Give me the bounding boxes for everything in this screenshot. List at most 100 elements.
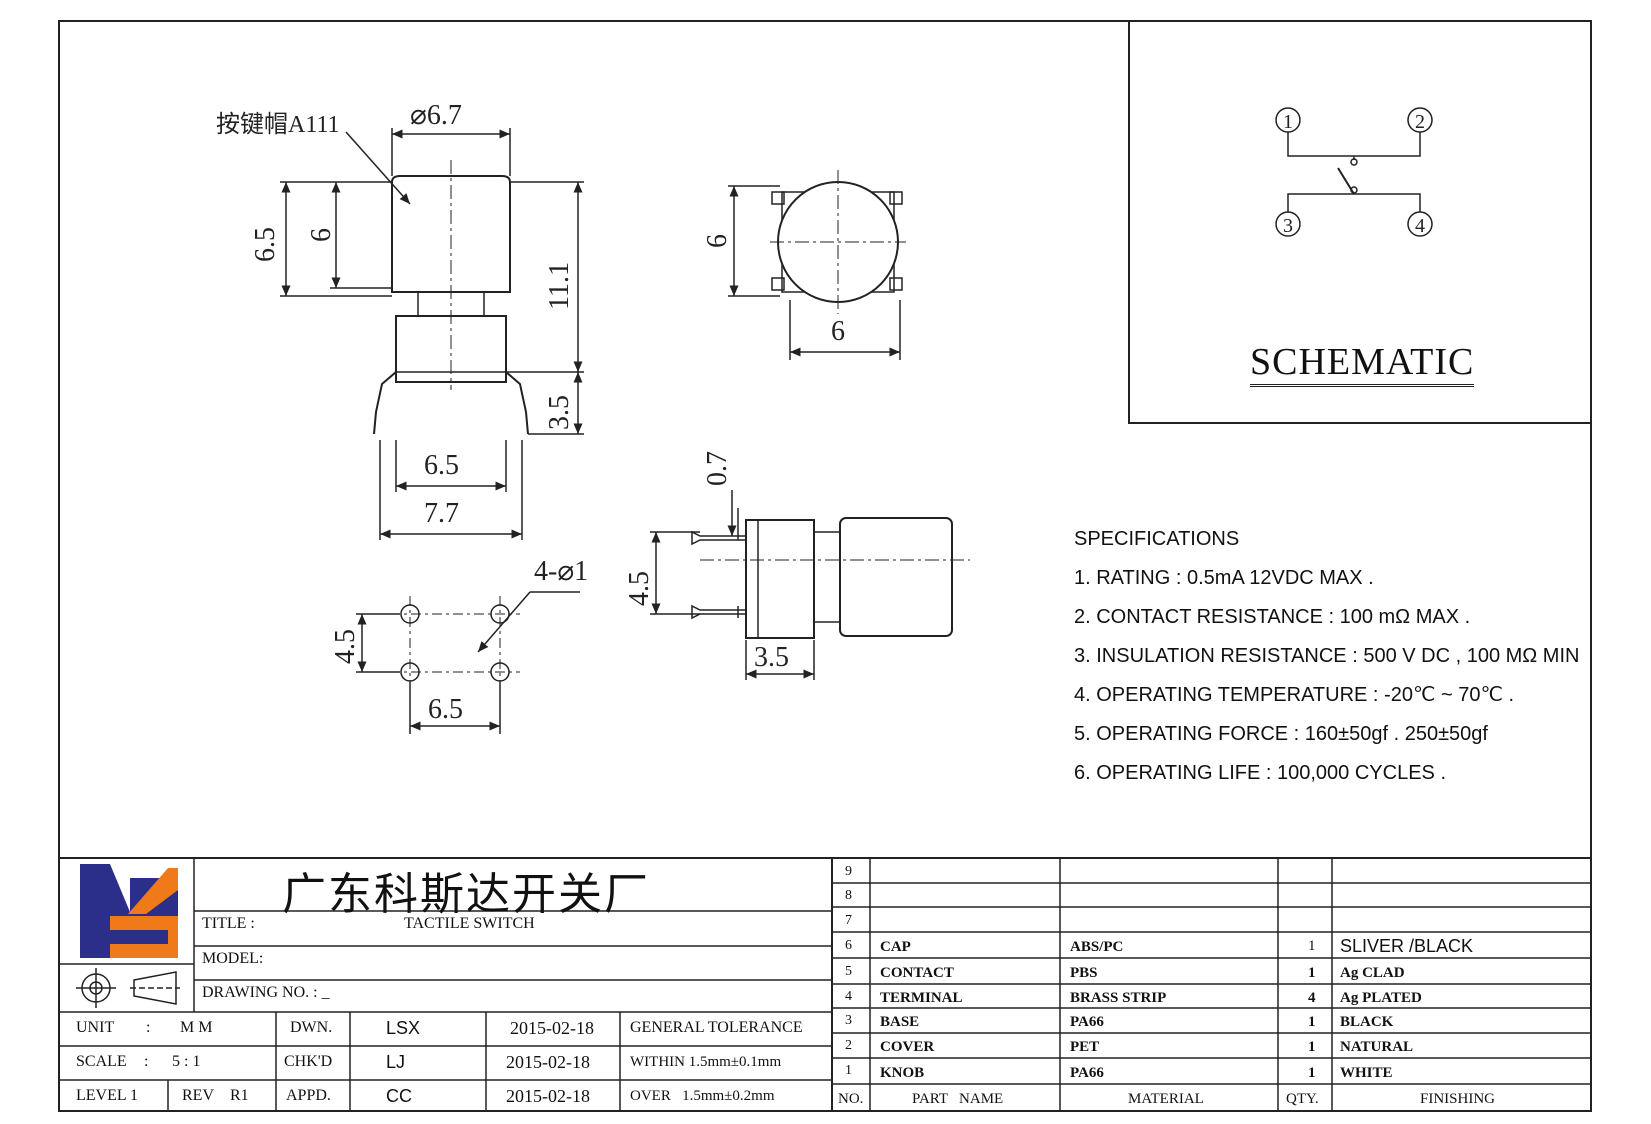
level-label: LEVEL 1 xyxy=(76,1087,139,1104)
bom-row-material: PA66 xyxy=(1070,1014,1104,1030)
bom-row-qty: 1 xyxy=(1308,965,1316,981)
bom-row-qty: 1 xyxy=(1308,1039,1316,1055)
scale-value: 5 : 1 xyxy=(172,1053,201,1070)
bom-header-finishing: FINISHING xyxy=(1420,1091,1495,1107)
bom-row-material: BRASS STRIP xyxy=(1070,990,1167,1006)
scale-sep: : xyxy=(144,1053,149,1070)
pin-2: 2 xyxy=(1415,111,1425,133)
rev-value: R1 xyxy=(230,1087,249,1104)
spec-item: 1. RATING : 0.5mA 12VDC MAX . xyxy=(1074,567,1374,589)
chk-label: CHK'D xyxy=(284,1053,333,1070)
bom-header-no: NO. xyxy=(838,1091,864,1107)
bom-row-finishing: Ag PLATED xyxy=(1340,990,1422,1006)
unit-value: M M xyxy=(180,1019,213,1036)
bom-row-no: 9 xyxy=(845,864,852,879)
bom-row-part: CONTACT xyxy=(880,965,954,981)
drawing-no-label: DRAWING NO. : _ xyxy=(202,984,330,1001)
dim-top-6-v: 6 xyxy=(702,234,733,248)
dwn-value: LSX xyxy=(386,1018,421,1038)
bom-row-qty: 1 xyxy=(1308,1065,1316,1081)
model-label: MODEL: xyxy=(202,950,264,967)
bom-row-finishing: SLIVER /BLACK xyxy=(1340,936,1474,956)
spec-item: 2. CONTACT RESISTANCE : 100 mΩ MAX . xyxy=(1074,606,1471,628)
bom-row-part: BASE xyxy=(880,1014,920,1030)
drawing-frame xyxy=(58,20,1592,1112)
bom-row-no: 7 xyxy=(845,913,852,928)
dim-side-0-7: 0.7 xyxy=(702,451,733,486)
bom-row-no: 6 xyxy=(845,938,852,953)
spec-item: 5. OPERATING FORCE : 160±50gf . 250±50gf xyxy=(1074,723,1488,745)
bom-row-qty: 1 xyxy=(1308,1014,1316,1030)
tol-over: OVER 1.5mm±0.2mm xyxy=(630,1088,775,1104)
bom-row-material: PBS xyxy=(1070,965,1098,981)
dim-w-6-5: 6.5 xyxy=(424,450,459,481)
bom-row-qty: 4 xyxy=(1308,990,1316,1006)
dim-pcb-6-5: 6.5 xyxy=(428,694,463,725)
front-leg-right xyxy=(505,371,529,435)
dim-cap-dia: ⌀6.7 xyxy=(410,100,462,131)
bom-row-no: 4 xyxy=(845,989,852,1004)
spec-item: 3. INSULATION RESISTANCE : 500 V DC , 10… xyxy=(1074,645,1580,667)
tol-heading: GENERAL TOLERANCE xyxy=(630,1019,803,1036)
bom-header-qty: QTY. xyxy=(1286,1091,1319,1107)
bom-row-no: 1 xyxy=(845,1063,852,1078)
chk-value: LJ xyxy=(386,1052,406,1072)
dim-11-1: 11.1 xyxy=(544,262,575,310)
tol-within: WITHIN 1.5mm±0.1mm xyxy=(630,1054,782,1070)
appd-value: CC xyxy=(386,1086,412,1106)
bom-row-part: CAP xyxy=(880,939,911,955)
bom-row-no: 5 xyxy=(845,964,852,979)
dim-6-5: 6.5 xyxy=(250,227,281,262)
title-value: TACTILE SWITCH xyxy=(404,915,535,932)
appd-date: 2015-02-18 xyxy=(506,1086,590,1106)
bom-header-part: PART NAME xyxy=(912,1091,1004,1107)
spec-heading: SPECIFICATIONS xyxy=(1074,528,1240,550)
bom-row-part: COVER xyxy=(880,1039,935,1055)
bom-row-part: KNOB xyxy=(880,1065,925,1081)
pin-1: 1 xyxy=(1283,111,1293,133)
bom-row-qty: 1 xyxy=(1308,938,1316,954)
dim-side-3-5: 3.5 xyxy=(754,642,789,673)
pin-4: 4 xyxy=(1415,215,1425,237)
dim-top-6-h: 6 xyxy=(831,316,845,347)
bom-row-part: TERMINAL xyxy=(880,990,963,1006)
title-label: TITLE : xyxy=(202,915,255,932)
schematic-box xyxy=(1128,20,1592,424)
bom-row-finishing: Ag CLAD xyxy=(1340,965,1405,981)
projection-symbol-icon xyxy=(76,968,180,1008)
spec-item: 4. OPERATING TEMPERATURE : -20℃ ~ 70℃ . xyxy=(1074,684,1515,706)
dwn-label: DWN. xyxy=(290,1019,333,1036)
unit-label: UNIT xyxy=(76,1019,115,1036)
spec-item: 6. OPERATING LIFE : 100,000 CYCLES . xyxy=(1074,762,1447,784)
keycap-label: 按键帽A111 xyxy=(216,111,340,138)
company-logo xyxy=(80,864,178,958)
specifications: SPECIFICATIONS 1. RATING : 0.5mA 12VDC M… xyxy=(1074,520,1579,793)
bom-row-finishing: WHITE xyxy=(1340,1065,1393,1081)
bom-row-material: ABS/PC xyxy=(1070,939,1124,955)
rev-label: REV xyxy=(182,1087,214,1104)
appd-label: APPD. xyxy=(286,1087,331,1104)
chk-date: 2015-02-18 xyxy=(506,1052,590,1072)
dim-side-4-5: 4.5 xyxy=(624,571,655,606)
bom-row-finishing: NATURAL xyxy=(1340,1039,1414,1055)
bom-header-material: MATERIAL xyxy=(1128,1091,1204,1107)
dim-w-7-7: 7.7 xyxy=(424,498,459,529)
dim-3-5: 3.5 xyxy=(544,395,575,430)
bom-row-material: PA66 xyxy=(1070,1065,1104,1081)
dim-pcb-4-5: 4.5 xyxy=(330,629,361,664)
bom-row-no: 2 xyxy=(845,1038,852,1053)
bom-row-no: 3 xyxy=(845,1013,852,1028)
bom-row-no: 8 xyxy=(845,888,852,903)
bom-row-material: PET xyxy=(1070,1039,1100,1055)
scale-label: SCALE xyxy=(76,1053,127,1070)
schematic-title: SCHEMATIC xyxy=(1250,340,1475,387)
unit-sep: : xyxy=(146,1019,151,1036)
pin-3: 3 xyxy=(1283,215,1293,237)
front-leg-left xyxy=(373,371,397,435)
dim-holes: 4-⌀1 xyxy=(534,556,588,587)
bom-row-finishing: BLACK xyxy=(1340,1014,1394,1030)
dwn-date: 2015-02-18 xyxy=(510,1018,594,1038)
company-name: 广东科斯达开关厂 xyxy=(282,869,650,920)
